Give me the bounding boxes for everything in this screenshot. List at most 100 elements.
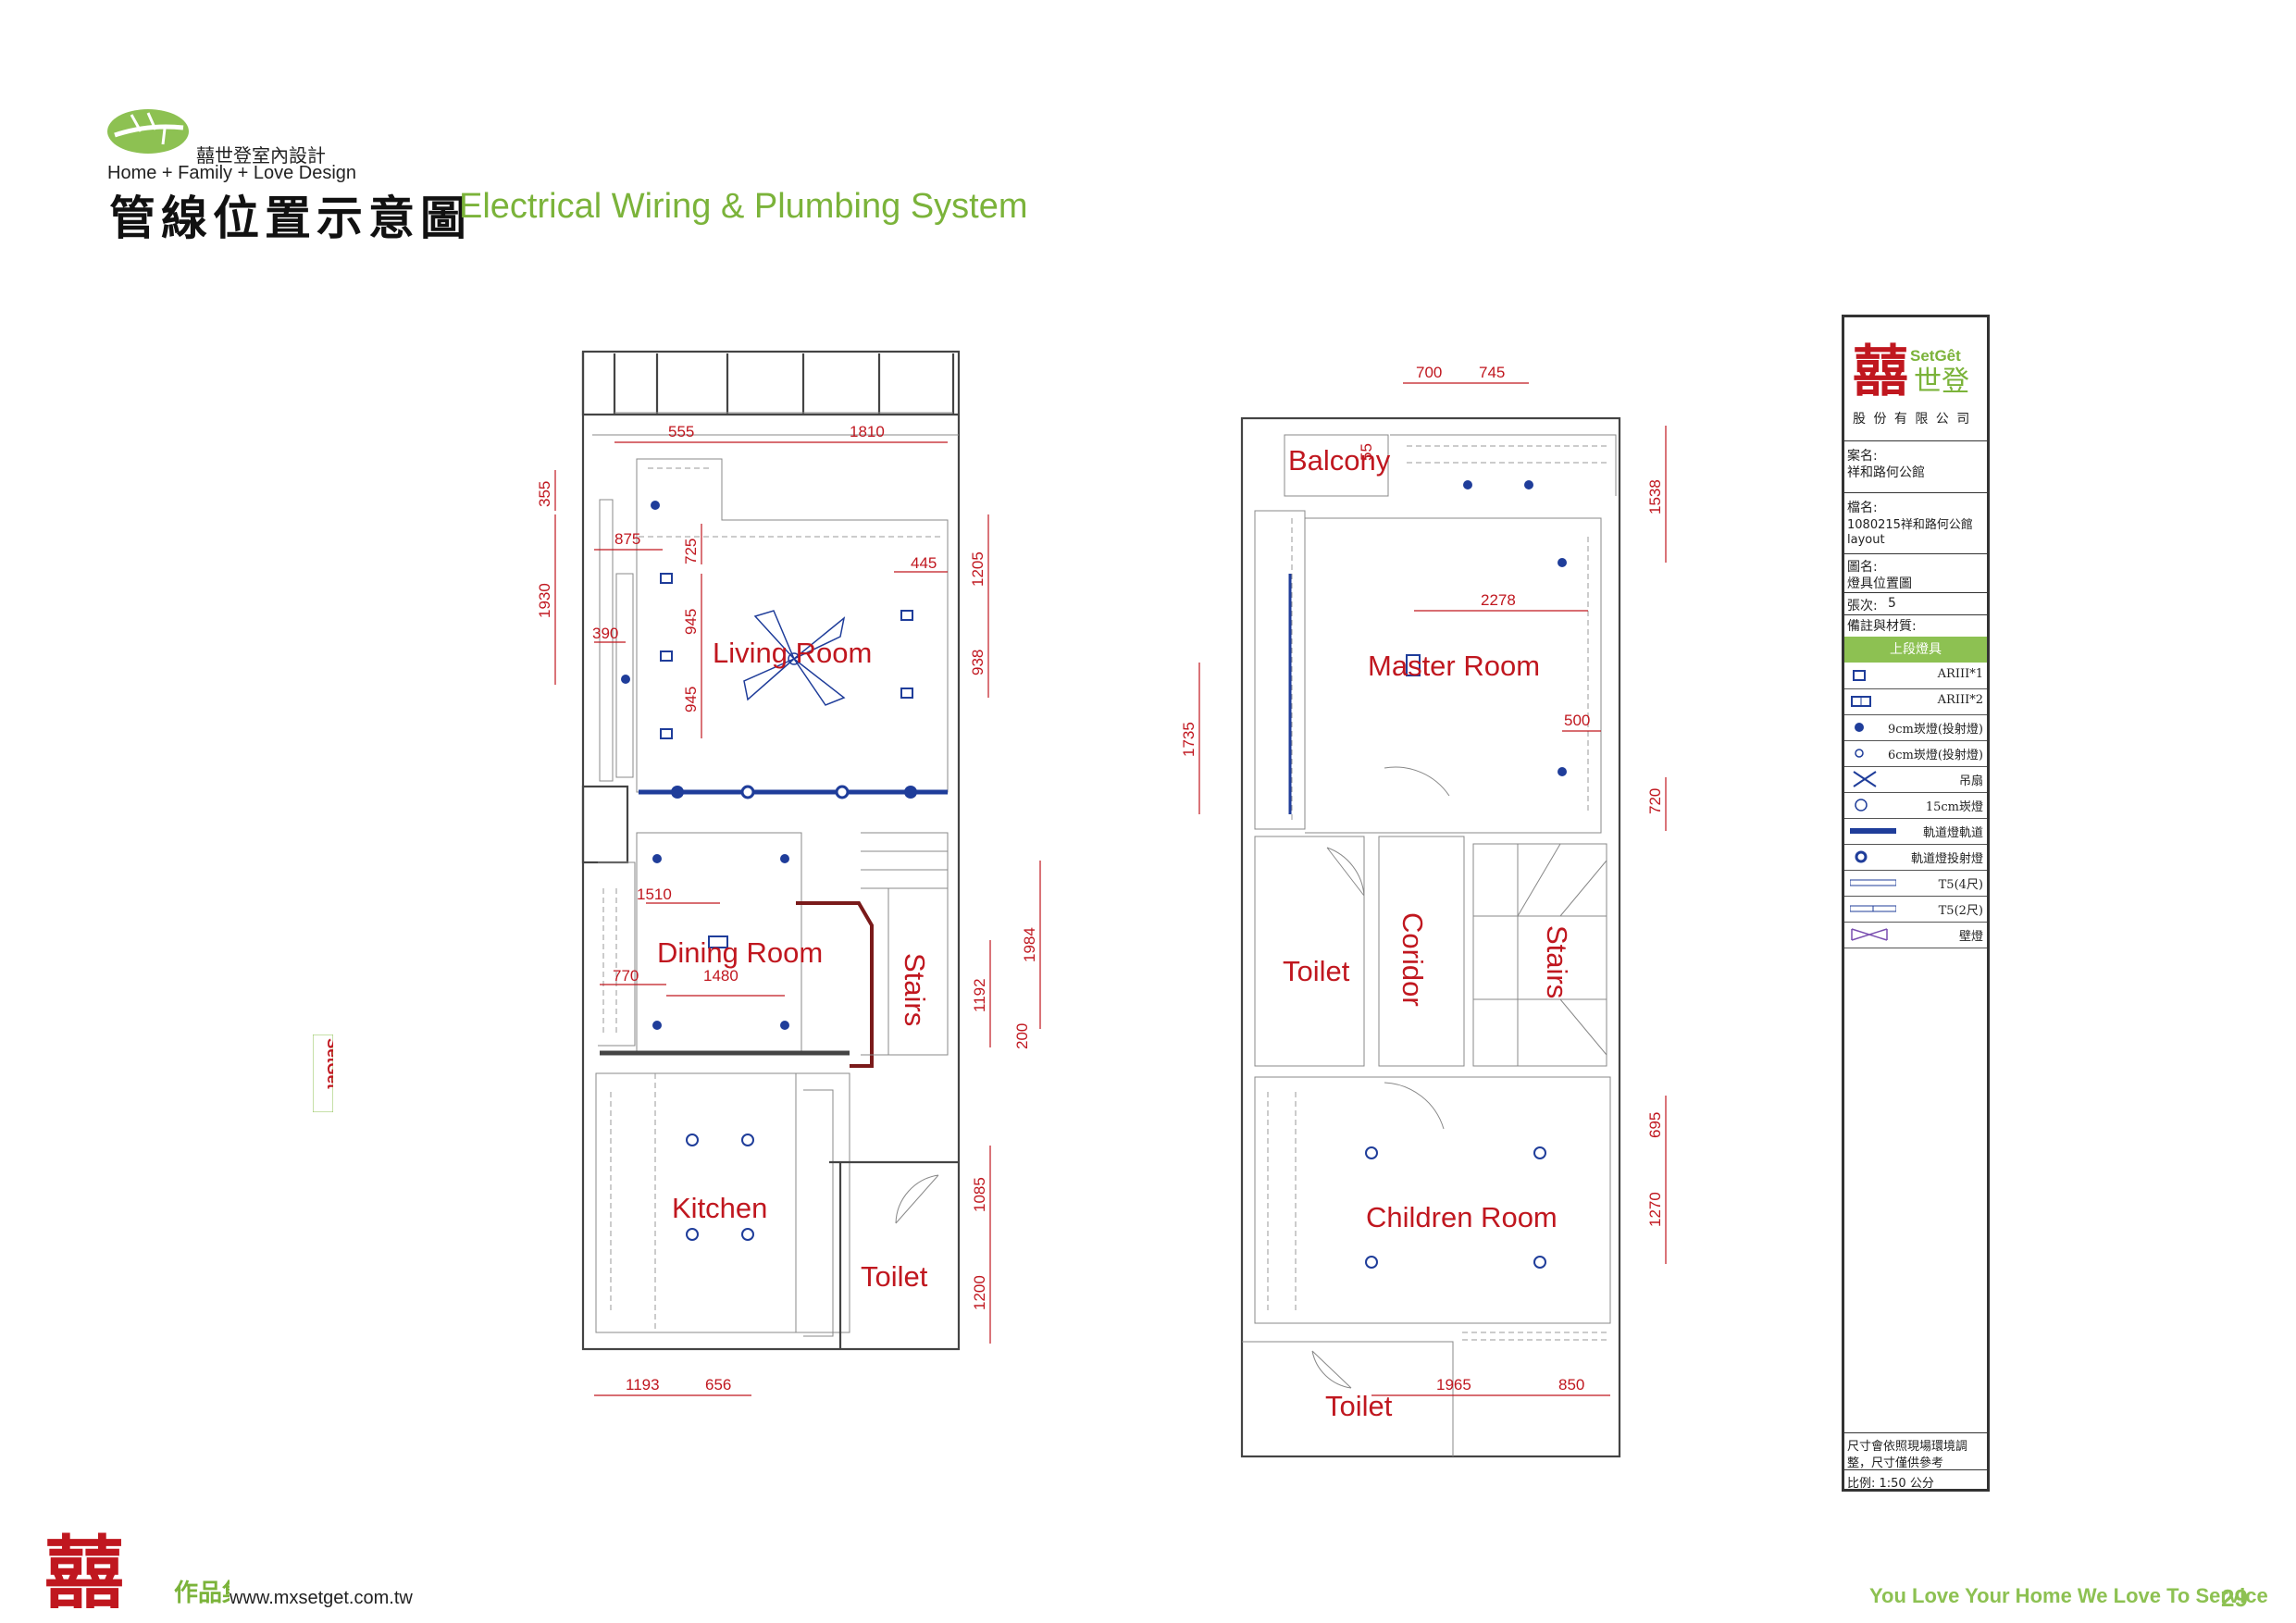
page-title-cn: 管線位置示意圖 bbox=[109, 191, 472, 245]
legend-label: 6cm崁燈(投射燈) bbox=[1887, 749, 1983, 762]
room-label-corridor: Coridor bbox=[1396, 912, 1429, 1007]
room-label-master-room: Master Room bbox=[1368, 650, 1540, 682]
dim-label: 725 bbox=[682, 539, 700, 564]
dim-label: 1930 bbox=[536, 583, 553, 618]
panel-company: 股 份 有 限 公 司 bbox=[1853, 412, 1972, 427]
legend-row: 壁燈 bbox=[1844, 922, 1987, 948]
legend-label: T5(2尺) bbox=[1938, 904, 1983, 918]
legend-row: 軌道燈投射燈 bbox=[1844, 844, 1987, 871]
company-name-cn: 囍世登室內設計 bbox=[196, 144, 326, 167]
dim-label: 770 bbox=[613, 967, 639, 985]
room-label-stairs-right: Stairs bbox=[1541, 925, 1573, 998]
dim-label: 938 bbox=[969, 650, 987, 675]
dim-label: 2278 bbox=[1481, 591, 1516, 609]
scale-text: 比例: 1:50 公分 bbox=[1847, 1477, 1934, 1491]
room-label-toilet-left: Toilet bbox=[861, 1260, 928, 1293]
ceiling-fan-icon bbox=[1853, 771, 1877, 787]
room-label-toilet-right-1: Toilet bbox=[1283, 955, 1350, 987]
dim-label: 555 bbox=[668, 423, 694, 440]
legend-row: ARIII*2 bbox=[1844, 688, 1987, 715]
drawing-label: 圖名: bbox=[1847, 560, 1878, 575]
drawing-value: 燈具位置圖 bbox=[1847, 576, 1912, 591]
case-value: 祥和路何公館 bbox=[1847, 465, 1925, 480]
footer-tagline: You Love Your Home We Love To Service bbox=[1869, 1584, 2268, 1607]
dim-label: 500 bbox=[1564, 712, 1590, 729]
sheet-value: 5 bbox=[1888, 596, 1896, 611]
left-floor-plan bbox=[554, 350, 1041, 1396]
dim-label: 1965 bbox=[1436, 1376, 1471, 1394]
t5-short-icon bbox=[1850, 905, 1896, 912]
room-label-living-room: Living Room bbox=[713, 637, 872, 669]
svg-text:囍: 囍 bbox=[1853, 340, 1908, 404]
dim-label: 700 bbox=[1416, 364, 1442, 381]
dim-label: 1735 bbox=[1180, 722, 1198, 757]
dim-label: 945 bbox=[682, 687, 700, 712]
dim-label: 1810 bbox=[850, 423, 885, 440]
legend-label: T5(4尺) bbox=[1938, 878, 1983, 892]
dim-label: 1538 bbox=[1646, 479, 1664, 514]
dim-label: 55 bbox=[1358, 443, 1375, 461]
dim-label: 1984 bbox=[1021, 927, 1038, 962]
room-label-toilet-right-2: Toilet bbox=[1325, 1390, 1393, 1422]
track-spot-icon bbox=[1855, 850, 1868, 863]
room-label-dining-room: Dining Room bbox=[657, 936, 823, 969]
dim-label: 875 bbox=[614, 530, 640, 548]
case-label: 案名: bbox=[1847, 449, 1878, 464]
dim-label: 390 bbox=[592, 625, 618, 642]
file-value: 1080215祥和路何公館 bbox=[1847, 518, 1973, 532]
double-square-light-icon bbox=[1851, 696, 1871, 707]
legend-header: 上段燈具 bbox=[1844, 637, 1987, 663]
room-label-kitchen: Kitchen bbox=[672, 1192, 767, 1224]
legend-row: ARIII*1 bbox=[1844, 663, 1987, 689]
legend-row: T5(4尺) bbox=[1844, 870, 1987, 897]
legend-label: 軌道燈投射燈 bbox=[1910, 852, 1983, 866]
page-title-en: Electrical Wiring & Plumbing System bbox=[459, 187, 1028, 226]
dim-label: 745 bbox=[1479, 364, 1505, 381]
ceiling-fan-icon bbox=[743, 610, 846, 706]
logo-brand-en: SetGêt bbox=[1910, 347, 1961, 365]
legend-row: 軌道燈軌道 bbox=[1844, 818, 1987, 845]
legend-label: ARIII*2 bbox=[1937, 693, 1983, 707]
legend-label: 吊扇 bbox=[1958, 774, 1983, 788]
square-light-icon bbox=[1853, 670, 1866, 681]
setget-logo-icon: 囍 SetGêt 世登 bbox=[1853, 340, 1969, 404]
legend-label: 15cm崁燈 bbox=[1925, 800, 1983, 814]
dim-label: 656 bbox=[705, 1376, 731, 1394]
dim-label: 1480 bbox=[703, 967, 738, 985]
file-label: 檔名: bbox=[1847, 501, 1878, 515]
dim-label: 1200 bbox=[971, 1275, 988, 1310]
setget-side-badge: SetGêt bbox=[313, 1035, 333, 1112]
dim-label: 1085 bbox=[971, 1177, 988, 1212]
page-number: 29 bbox=[2221, 1584, 2248, 1612]
room-label-children-room: Children Room bbox=[1366, 1201, 1558, 1233]
legend-label: 9cm崁燈(投射燈) bbox=[1887, 723, 1983, 737]
room-label-balcony: Balcony bbox=[1288, 444, 1391, 477]
footer-logo-icon: 囍 作品集 bbox=[44, 1527, 230, 1608]
legend-label: 軌道燈軌道 bbox=[1922, 826, 1983, 840]
legend-row: T5(2尺) bbox=[1844, 896, 1987, 923]
dim-label: 1270 bbox=[1646, 1192, 1664, 1227]
footnote-1: 尺寸會依照現場環境調 bbox=[1847, 1440, 1968, 1454]
side-badge-text: SetGêt bbox=[324, 1038, 333, 1089]
sheet-label: 張次: bbox=[1847, 599, 1878, 613]
legend-row: 9cm崁燈(投射燈) bbox=[1844, 714, 1987, 741]
legend-row: 吊扇 bbox=[1844, 766, 1987, 793]
dim-label: 850 bbox=[1558, 1376, 1584, 1394]
legend-row: 15cm崁燈 bbox=[1844, 792, 1987, 819]
legend-row: 6cm崁燈(投射燈) bbox=[1844, 740, 1987, 767]
right-floor-plan bbox=[1198, 382, 1667, 1458]
wall-lamp-icon bbox=[1851, 928, 1888, 941]
t5-long-icon bbox=[1850, 879, 1896, 886]
dim-label: 200 bbox=[1013, 1023, 1031, 1049]
room-label-stairs-left: Stairs bbox=[899, 953, 931, 1026]
title-block-panel bbox=[1842, 315, 1990, 1492]
footer-collection: 作品集 bbox=[174, 1579, 230, 1607]
legend-label: ARIII*1 bbox=[1937, 667, 1983, 681]
leaf-logo-icon bbox=[107, 109, 189, 154]
filled-dot-icon bbox=[1855, 723, 1864, 732]
footer-url: www.mxsetget.com.tw bbox=[230, 1588, 413, 1608]
footnote-2: 整，尺寸僅供參考 bbox=[1847, 1456, 1944, 1470]
dim-label: 1192 bbox=[971, 978, 988, 1012]
dim-label: 1205 bbox=[969, 551, 987, 587]
